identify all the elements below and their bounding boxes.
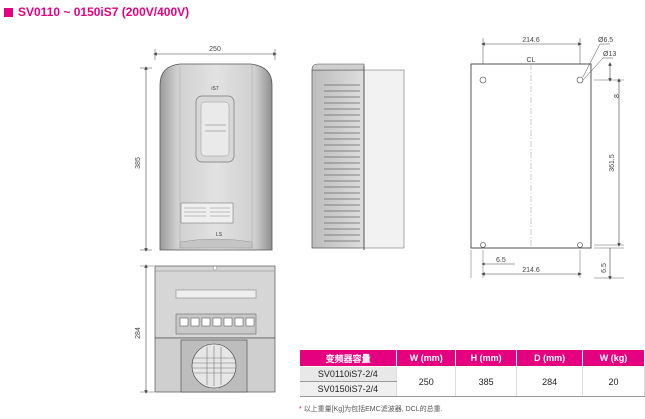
depth-cell: 284 — [516, 366, 584, 397]
dim-top-offset: 8 — [614, 94, 621, 98]
weight-cell: 20 — [582, 366, 645, 397]
title-text: SV0110 ~ 0150iS7 (200V/400V) — [18, 5, 190, 19]
col-capacity: 变频器容量 — [298, 349, 398, 367]
width-cell: 250 — [396, 366, 457, 397]
mounting-view: 214.6 CL Ø6.5 Ø13 8 361.5 6.5 6.5 214.6 — [470, 37, 624, 280]
dim-bottom-right: 6.5 — [601, 263, 608, 273]
centerline-label: CL — [527, 57, 536, 64]
footnote-mark: * — [299, 406, 302, 413]
dim-front-height: 385 — [135, 157, 142, 169]
table-row: SV0110iS7-2/4 250 385 284 20 — [299, 366, 645, 397]
col-width: W (mm) — [396, 349, 457, 367]
dim-mount-height: 361.5 — [609, 154, 616, 172]
dim-hole-small: Ø13 — [603, 51, 616, 58]
col-weight: W (kg) — [582, 349, 645, 367]
drive-brand-label: iS7 — [211, 86, 218, 92]
model-cell: SV0110iS7-2/4 — [299, 366, 398, 382]
footnote: * 以上重量[Kg]为包括EMC滤波器, DCL的总重. — [299, 404, 443, 414]
table-row: SV0150iS7-2/4 — [299, 381, 645, 397]
col-depth: D (mm) — [516, 349, 584, 367]
drive-logo: LS — [216, 232, 223, 238]
side-view — [311, 63, 405, 250]
height-cell: 385 — [455, 366, 518, 397]
dim-front-width: 250 — [209, 46, 221, 53]
section-title: SV0110 ~ 0150iS7 (200V/400V) — [4, 4, 189, 20]
spec-table: 变频器容量 W (mm) H (mm) D (mm) W (kg) SV0110… — [298, 349, 645, 397]
dim-hole-large: Ø6.5 — [598, 37, 613, 44]
col-height: H (mm) — [455, 349, 518, 367]
dim-mount-width-bottom: 214.6 — [522, 267, 540, 274]
dim-mount-width-top: 214.6 — [522, 37, 540, 44]
model-cell: SV0150iS7-2/4 — [299, 381, 398, 397]
front-view: 250 385 iS7 LS — [135, 46, 277, 252]
bottom-view: 284 — [135, 264, 276, 394]
dim-bottom-left: 6.5 — [496, 257, 506, 264]
title-marker-icon — [4, 7, 13, 17]
footnote-text: 以上重量[Kg]为包括EMC滤波器, DCL的总重. — [303, 406, 443, 413]
dim-bottom-depth: 284 — [135, 327, 142, 339]
